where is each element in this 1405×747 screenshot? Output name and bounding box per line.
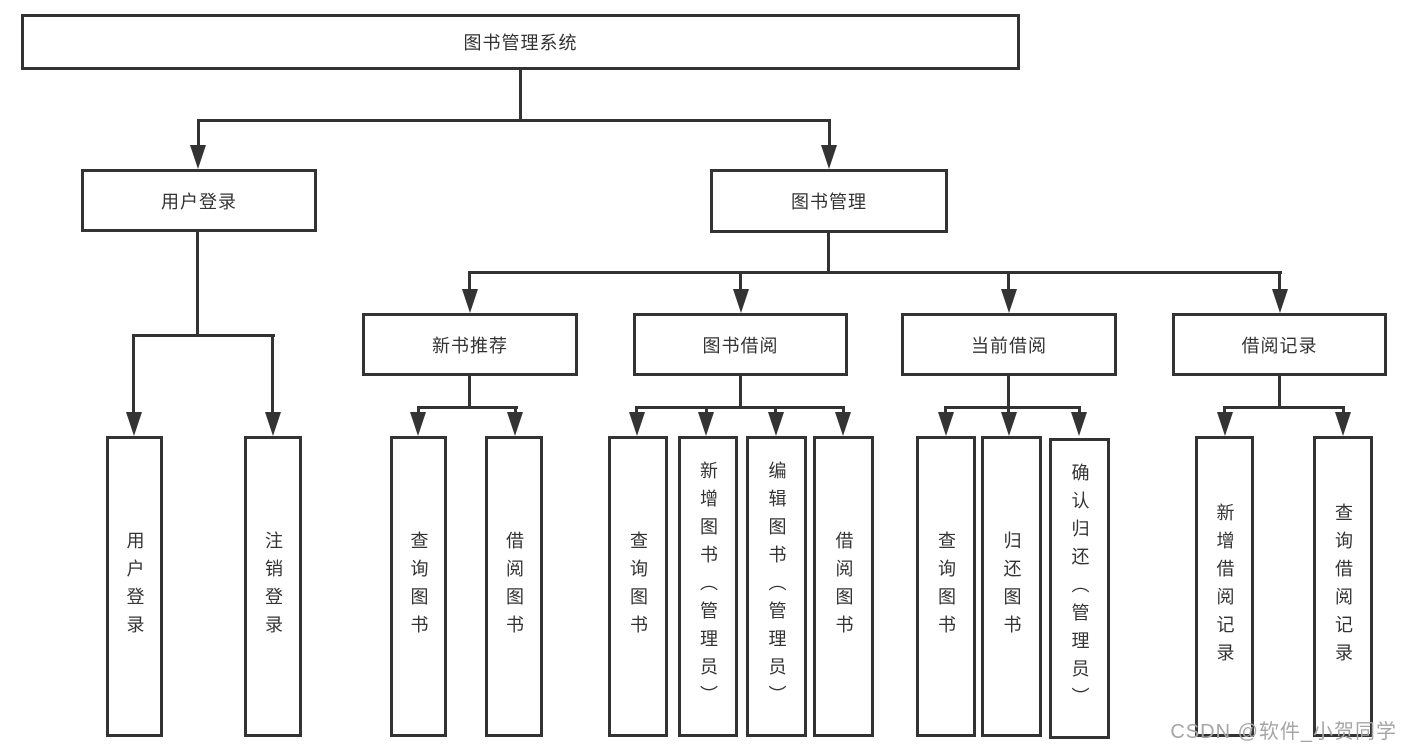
arrowhead-down	[410, 412, 426, 436]
node-user-login: 用户登录	[81, 169, 317, 232]
node-label: 查询借阅记录	[1333, 502, 1353, 671]
leaf-add-borrow-record: 新增借阅记录	[1195, 436, 1254, 737]
arrowhead-down	[629, 412, 645, 436]
connector-hline	[197, 119, 831, 122]
arrowhead-down	[1001, 412, 1017, 436]
node-label: 图书管理	[791, 192, 867, 212]
node-borrowing-records: 借阅记录	[1172, 313, 1387, 376]
connector-vline	[196, 232, 199, 337]
connector-vline	[774, 406, 777, 416]
node-label: 当前借阅	[971, 335, 1047, 356]
connector-vline	[1278, 271, 1281, 293]
connector-vline	[514, 406, 517, 416]
connector-vline	[1007, 271, 1010, 293]
node-new-book-recommendation: 新书推荐	[362, 313, 578, 376]
connector-vline	[468, 376, 471, 409]
leaf-query-borrow-record: 查询借阅记录	[1313, 436, 1373, 737]
node-label: 查询图书	[628, 530, 648, 643]
arrowhead-down	[126, 412, 142, 436]
node-current-borrowing: 当前借阅	[901, 313, 1117, 376]
connector-hline	[132, 334, 275, 337]
leaf-return-books: 归还图书	[981, 436, 1042, 737]
leaf-query-books-recommend: 查询图书	[390, 436, 447, 737]
connector-vline	[1007, 376, 1010, 409]
connector-vline	[1078, 406, 1081, 416]
connector-vline	[944, 406, 947, 416]
leaf-user-login: 用户登录	[106, 436, 163, 737]
connector-vline	[417, 406, 420, 416]
connector-vline	[842, 406, 845, 416]
node-label: 查询图书	[408, 530, 429, 643]
node-label: 用户登录	[124, 530, 145, 643]
connector-vline	[635, 406, 638, 416]
arrowhead-down	[1335, 412, 1351, 436]
connector-hline	[944, 406, 1081, 409]
node-label: 图书借阅	[702, 335, 779, 356]
connector-vline	[828, 119, 831, 149]
arrowhead-down	[768, 412, 784, 436]
arrowhead-down	[1217, 412, 1233, 436]
connector-vline	[519, 69, 522, 120]
arrowhead-down	[265, 412, 281, 436]
connector-vline	[1007, 406, 1010, 416]
arrowhead-down	[190, 145, 206, 169]
arrowhead-down	[698, 412, 714, 436]
node-book-management: 图书管理	[710, 169, 948, 233]
node-label: 注销登录	[263, 530, 283, 643]
leaf-add-book-admin: 新增图书（管理员）	[678, 436, 738, 737]
connector-vline	[468, 271, 471, 293]
leaf-edit-book-admin: 编辑图书（管理员）	[746, 436, 807, 737]
arrowhead-down	[733, 289, 749, 313]
node-label: 新书推荐	[432, 335, 508, 356]
node-label: 用户登录	[161, 191, 237, 212]
connector-vline	[1342, 406, 1345, 416]
connector-vline	[1278, 376, 1281, 409]
leaf-query-books-borrowing: 查询图书	[608, 436, 668, 737]
connector-vline	[271, 334, 274, 416]
node-label: 查询图书	[936, 530, 956, 643]
leaf-borrow-books-borrowing: 借阅图书	[813, 436, 874, 737]
node-label: 借阅图书	[833, 530, 854, 643]
node-book-borrowing: 图书借阅	[633, 313, 848, 376]
connector-vline	[739, 376, 742, 409]
node-label: 确认归还（管理员）	[1069, 462, 1090, 715]
node-label: 归还图书	[1001, 530, 1022, 643]
connector-vline	[132, 334, 135, 416]
node-label: 新增借阅记录	[1214, 502, 1235, 671]
leaf-logout: 注销登录	[244, 436, 302, 737]
node-label: 借阅记录	[1241, 335, 1318, 356]
node-label: 编辑图书（管理员）	[766, 460, 787, 713]
node-label: 借阅图书	[504, 530, 524, 643]
connector-vline	[705, 406, 708, 416]
node-label: 图书管理系统	[463, 33, 578, 53]
connector-vline	[197, 119, 200, 149]
connector-hline	[417, 406, 518, 409]
connector-hline	[1223, 406, 1345, 409]
node-library-management-system: 图书管理系统	[21, 14, 1020, 70]
connector-vline	[739, 271, 742, 293]
leaf-confirm-return-admin: 确认归还（管理员）	[1049, 438, 1110, 739]
leaf-query-books-current: 查询图书	[916, 436, 976, 737]
arrowhead-down	[1272, 289, 1288, 313]
arrowhead-down	[462, 289, 478, 313]
csdn-watermark: CSDN @软件_小贺同学	[1170, 721, 1397, 743]
connector-vline	[827, 232, 830, 274]
leaf-borrow-books-recommend: 借阅图书	[485, 436, 543, 737]
connector-hline	[635, 406, 845, 409]
arrowhead-down	[1071, 412, 1087, 436]
arrowhead-down	[1001, 289, 1017, 313]
connector-vline	[1223, 406, 1226, 416]
arrowhead-down	[507, 412, 523, 436]
connector-hline	[468, 271, 1282, 274]
arrowhead-down	[835, 412, 851, 436]
node-label: 新增图书（管理员）	[698, 460, 718, 713]
arrowhead-down	[938, 412, 954, 436]
arrowhead-down	[821, 145, 837, 169]
